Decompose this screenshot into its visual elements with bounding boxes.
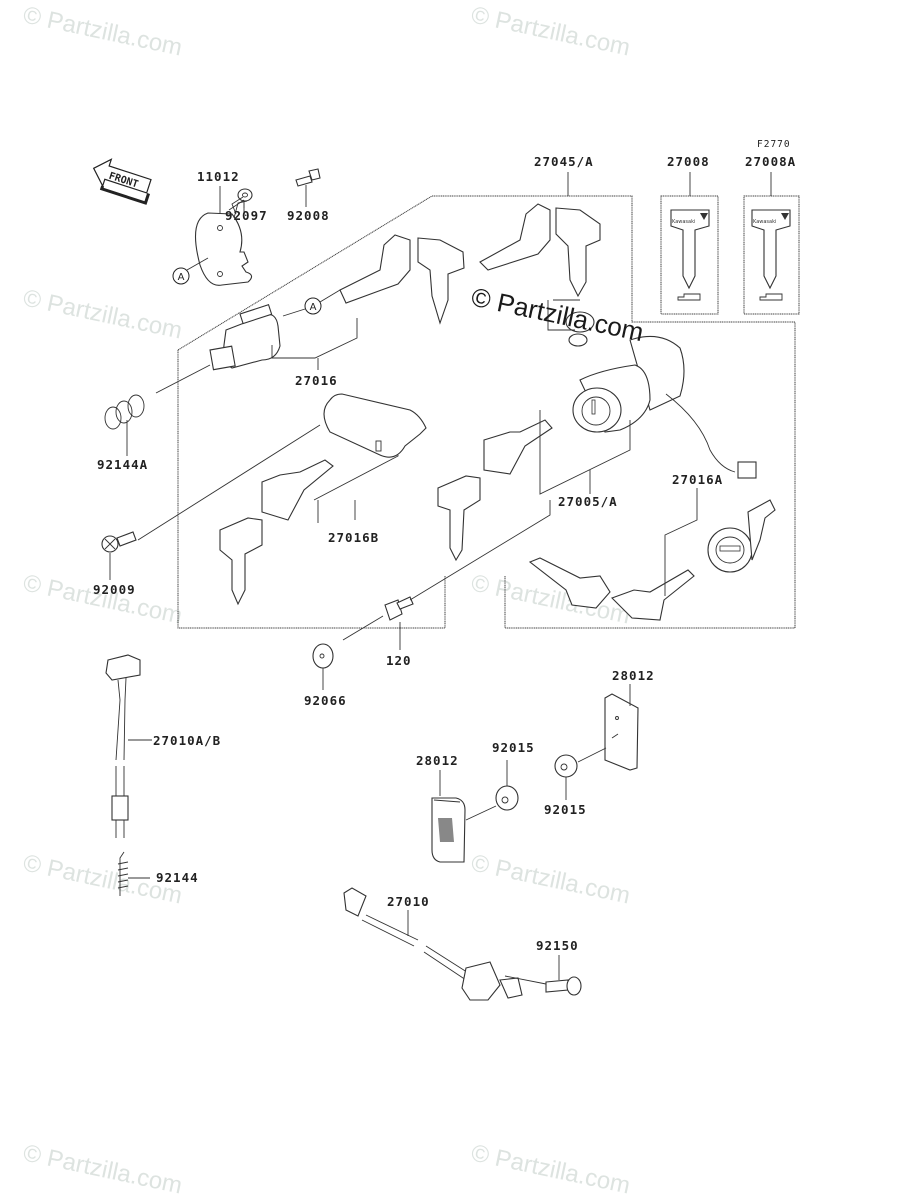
part-label-27045A[interactable]: 27045/A (534, 154, 594, 169)
part-label-120[interactable]: 120 (386, 653, 412, 668)
key-brand-text: Kawasaki (672, 219, 695, 225)
watermark: © Partzilla.com (21, 1139, 185, 1199)
part-label-27016A[interactable]: 27016A (672, 472, 723, 487)
figure-code: F2770 (757, 139, 791, 150)
key-card-27008A-frame (743, 195, 800, 315)
key-card-27008-frame (660, 195, 719, 315)
bolt-92150 (545, 976, 582, 996)
part-label-27010AB[interactable]: 27010A/B (153, 733, 221, 748)
lock-27016A (707, 499, 776, 573)
keys-27005 (437, 419, 553, 562)
part-label-92144A[interactable]: 92144A (97, 457, 148, 472)
watermark: © Partzilla.com (469, 1, 633, 61)
front-arrow-icon: FRONT (92, 158, 152, 205)
watermark: © Partzilla.com (469, 849, 633, 909)
part-label-11012[interactable]: 11012 (197, 169, 240, 184)
part-label-27016[interactable]: 27016 (295, 373, 338, 388)
part-label-92066[interactable]: 92066 (304, 693, 347, 708)
svg-text:A: A (310, 302, 317, 313)
part-label-28012-left[interactable]: 28012 (416, 753, 459, 768)
part-label-92015-right[interactable]: 92015 (544, 802, 587, 817)
keys-27016B (219, 459, 334, 606)
key-blank-27008: Kawasaki (670, 209, 710, 301)
watermark: © Partzilla.com (21, 284, 185, 344)
lock-27016B (323, 393, 427, 458)
switch-27010 (343, 887, 523, 1001)
ignition-switch-27005 (572, 335, 757, 479)
spring-92144A (104, 394, 145, 430)
nut-92015-right (554, 754, 578, 778)
watermark: © Partzilla.com (469, 1139, 633, 1199)
overlay-watermark: © Partzilla.com (469, 282, 647, 348)
nut-92015-left (495, 785, 519, 811)
part-label-27008A[interactable]: 27008A (745, 154, 796, 169)
emblem-plate-28012-right (604, 693, 639, 771)
switch-27010AB (105, 654, 141, 838)
watermark: © Partzilla.com (21, 1, 185, 61)
part-label-27010[interactable]: 27010 (387, 894, 430, 909)
cap-92066 (312, 643, 334, 669)
part-label-92009[interactable]: 92009 (93, 582, 136, 597)
spring-92144 (117, 851, 129, 896)
plate-11012 (194, 212, 253, 286)
part-label-92150[interactable]: 92150 (536, 938, 579, 953)
part-label-27005A[interactable]: 27005/A (558, 494, 618, 509)
lock-cylinder-27016 (209, 304, 281, 371)
screw-92009 (101, 531, 137, 553)
part-label-28012-right[interactable]: 28012 (612, 668, 655, 683)
part-label-92144[interactable]: 92144 (156, 870, 199, 885)
bolt-120 (384, 596, 414, 621)
key-blank-27008A: Kawasaki (751, 209, 791, 301)
part-label-92008[interactable]: 92008 (287, 208, 330, 223)
part-label-27016B[interactable]: 27016B (328, 530, 379, 545)
assembly-frame (177, 195, 796, 629)
part-labels: 11012 92097 92008 27045/A 27008 27008A 2… (93, 154, 796, 953)
ref-marker-a: A (172, 267, 190, 285)
part-label-92097[interactable]: 92097 (225, 208, 268, 223)
watermark: © Partzilla.com (21, 569, 185, 629)
emblem-plate-28012-left (431, 797, 466, 863)
keys-27045 (479, 203, 601, 347)
part-label-27008[interactable]: 27008 (667, 154, 710, 169)
leader-lines (109, 172, 772, 985)
part-label-92015-left[interactable]: 92015 (492, 740, 535, 755)
key-brand-text: Kawasaki (753, 219, 776, 225)
keys-27016 (339, 234, 465, 325)
ref-marker-a: A (304, 297, 322, 315)
svg-text:A: A (178, 272, 185, 283)
keys-27016A (528, 557, 695, 621)
bolt-92008 (295, 168, 321, 187)
